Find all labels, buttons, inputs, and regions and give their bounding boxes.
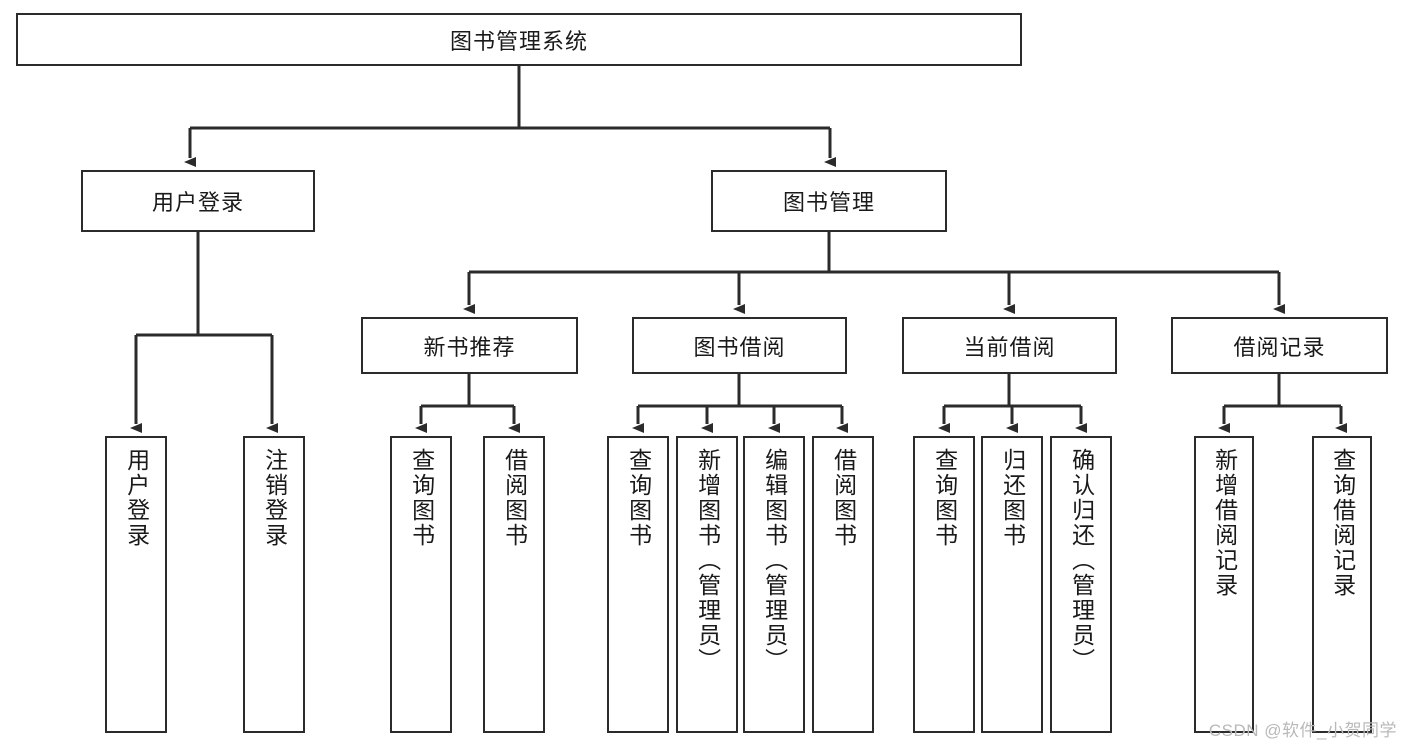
node-label: 用户登录 xyxy=(151,190,244,215)
leaf-newbook-borrow-book[interactable]: 借阅图书 xyxy=(483,436,545,733)
node-root-system[interactable]: 图书管理系统 xyxy=(16,13,1022,66)
node-label: 当前借阅 xyxy=(963,334,1056,360)
node-book-management[interactable]: 图书管理 xyxy=(711,170,947,232)
node-label: 用户登录 xyxy=(123,448,150,548)
leaf-borrow-edit-book-admin[interactable]: 编辑图书（管理员） xyxy=(743,436,805,733)
leaf-borrow-borrow-book[interactable]: 借阅图书 xyxy=(812,436,874,733)
node-label: 查询图书 xyxy=(625,448,652,548)
node-label: 查询图书 xyxy=(931,448,958,548)
node-label: 借阅记录 xyxy=(1233,334,1326,360)
node-label: 编辑图书（管理员） xyxy=(761,448,788,673)
node-label: 查询图书 xyxy=(408,448,435,548)
node-label: 新书推荐 xyxy=(423,334,516,360)
node-borrow-record[interactable]: 借阅记录 xyxy=(1171,317,1388,374)
leaf-current-confirm-return-admin[interactable]: 确认归还（管理员） xyxy=(1050,436,1112,733)
leaf-user-logout[interactable]: 注销登录 xyxy=(243,436,305,733)
leaf-current-return-book[interactable]: 归还图书 xyxy=(981,436,1043,733)
node-label: 归还图书 xyxy=(999,448,1026,548)
leaf-borrow-query-book[interactable]: 查询图书 xyxy=(607,436,669,733)
leaf-record-query-record[interactable]: 查询借阅记录 xyxy=(1312,436,1372,733)
node-current-borrow[interactable]: 当前借阅 xyxy=(902,317,1117,374)
node-label: 图书管理 xyxy=(782,190,875,215)
node-label: 注销登录 xyxy=(261,448,288,548)
node-label: 新增借阅记录 xyxy=(1211,448,1238,598)
leaf-user-login[interactable]: 用户登录 xyxy=(105,436,167,733)
node-user-login[interactable]: 用户登录 xyxy=(81,170,315,232)
node-label: 确认归还（管理员） xyxy=(1068,448,1095,673)
leaf-record-add-record[interactable]: 新增借阅记录 xyxy=(1194,436,1254,733)
node-label: 图书借阅 xyxy=(693,334,786,360)
node-label: 图书管理系统 xyxy=(449,28,588,54)
node-book-borrow[interactable]: 图书借阅 xyxy=(632,317,847,374)
leaf-newbook-query-book[interactable]: 查询图书 xyxy=(390,436,452,733)
node-label: 新增图书（管理员） xyxy=(694,448,721,673)
node-label: 借阅图书 xyxy=(501,448,528,548)
node-new-book-recommend[interactable]: 新书推荐 xyxy=(361,317,578,374)
node-label: 借阅图书 xyxy=(830,448,857,548)
leaf-borrow-add-book-admin[interactable]: 新增图书（管理员） xyxy=(676,436,738,733)
leaf-current-query-book[interactable]: 查询图书 xyxy=(913,436,975,733)
watermark-text: CSDN @软件_小贺同学 xyxy=(1208,721,1397,740)
node-label: 查询借阅记录 xyxy=(1329,448,1356,598)
